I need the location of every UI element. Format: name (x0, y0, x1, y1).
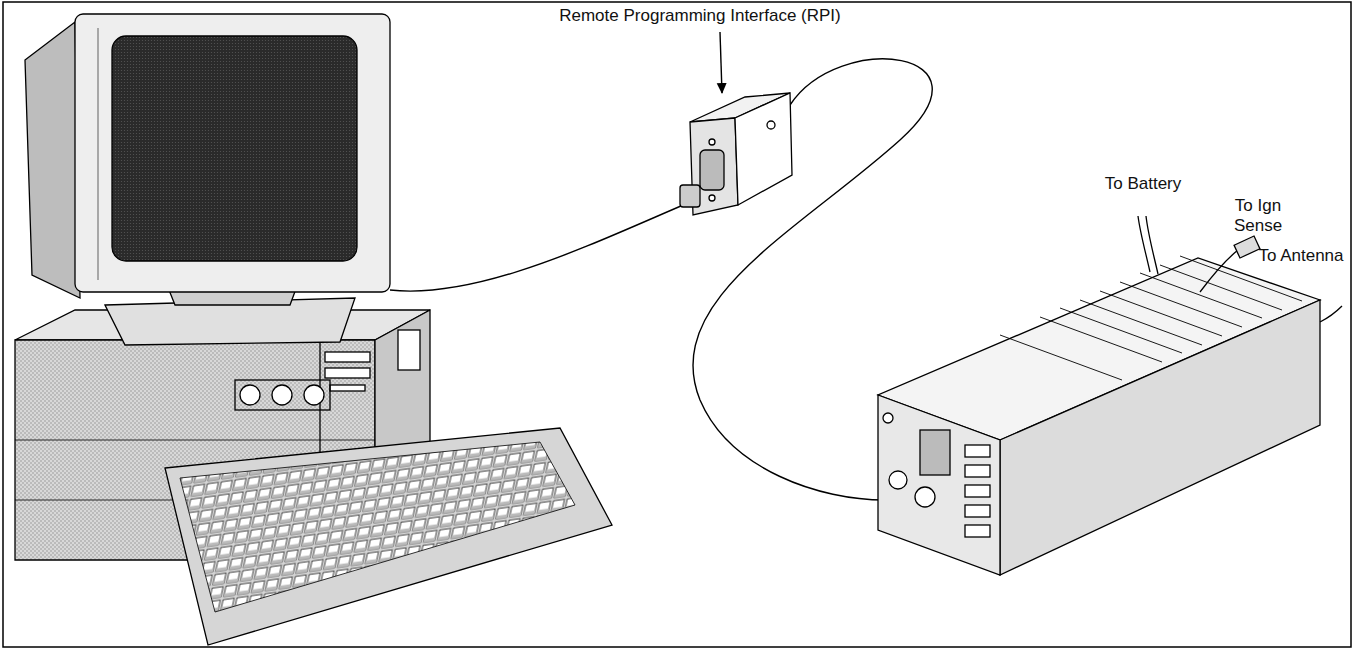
callout-arrow (720, 32, 722, 93)
callout-label: Remote Programming Interface (RPI) (500, 6, 900, 26)
wire-label: To Antenna (1258, 246, 1344, 266)
computer-monitor (25, 14, 390, 345)
wire-label: To Battery (1100, 174, 1186, 194)
rpi-box (680, 93, 792, 215)
mobile-radio (878, 256, 1320, 575)
cable (390, 59, 932, 500)
wire-label: To Ign Sense (1212, 196, 1304, 236)
figure-frame (3, 2, 1351, 647)
keyboard (165, 428, 612, 645)
